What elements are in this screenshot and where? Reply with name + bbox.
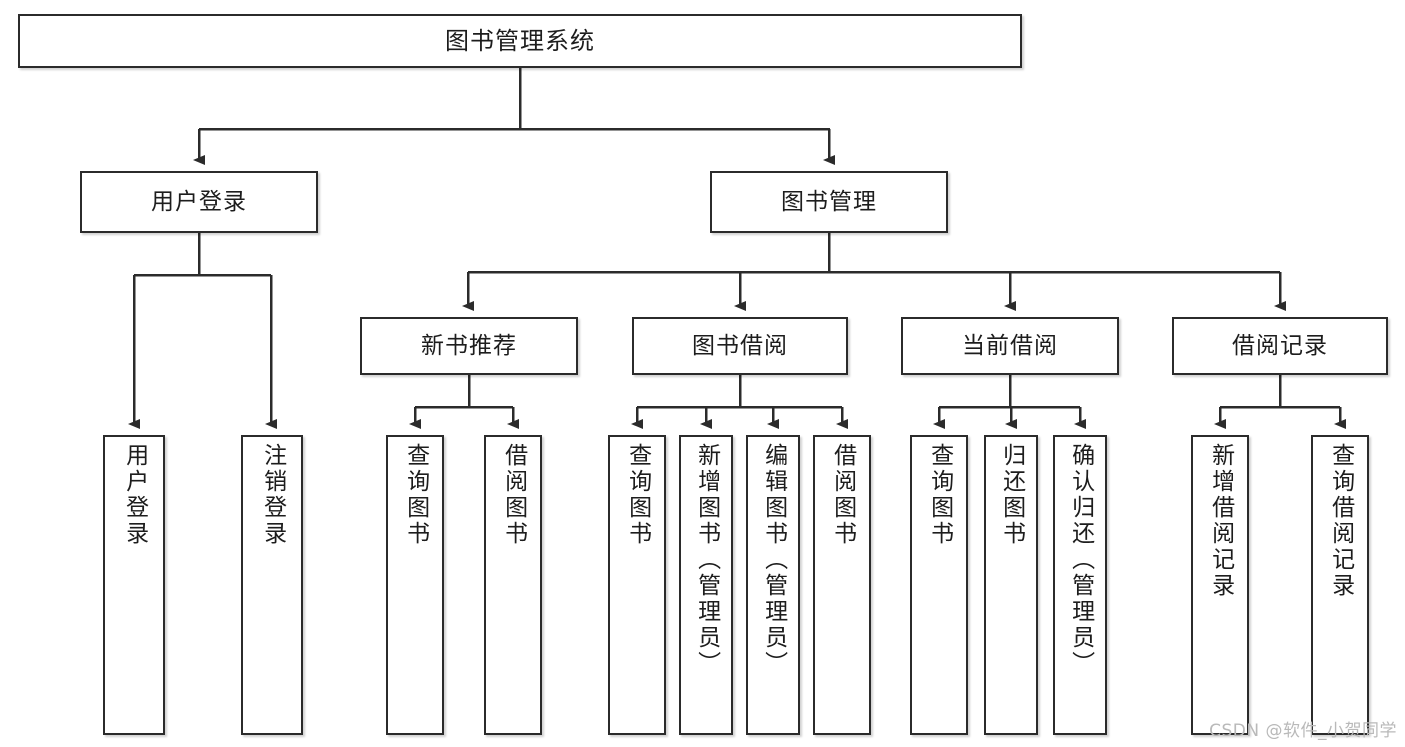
node-leaf-edit-book-label: 编辑图书（管理员） [760, 443, 787, 677]
node-leaf-query-record[interactable]: 查询借阅记录 [1311, 435, 1369, 735]
node-borrow-record[interactable]: 借阅记录 [1172, 317, 1388, 375]
node-root[interactable]: 图书管理系统 [18, 14, 1022, 68]
node-book-borrow[interactable]: 图书借阅 [632, 317, 848, 375]
node-root-label: 图书管理系统 [445, 27, 595, 55]
node-leaf-query-book-cur-label: 查询图书 [926, 443, 953, 547]
node-current-borrow-label: 当前借阅 [962, 332, 1058, 359]
node-user-login-label: 用户登录 [151, 188, 247, 215]
node-leaf-query-record-label: 查询借阅记录 [1327, 443, 1354, 599]
node-new-book-recommend-label: 新书推荐 [421, 332, 517, 359]
node-leaf-add-book-label: 新增图书（管理员） [693, 443, 720, 677]
watermark-text: CSDN @软件_小贺同学 [1209, 721, 1397, 741]
node-book-manage-label: 图书管理 [781, 188, 877, 215]
node-leaf-add-record-label: 新增借阅记录 [1207, 443, 1234, 599]
node-leaf-add-record[interactable]: 新增借阅记录 [1191, 435, 1249, 735]
node-borrow-record-label: 借阅记录 [1232, 332, 1328, 359]
node-leaf-confirm-return-label: 确认归还（管理员） [1067, 443, 1094, 677]
node-leaf-return-book[interactable]: 归还图书 [984, 435, 1038, 735]
node-current-borrow[interactable]: 当前借阅 [901, 317, 1119, 375]
node-leaf-borrow-book-rec-label: 借阅图书 [500, 443, 527, 547]
node-book-borrow-label: 图书借阅 [692, 332, 788, 359]
node-leaf-query-book-rec-label: 查询图书 [402, 443, 429, 547]
node-new-book-recommend[interactable]: 新书推荐 [360, 317, 578, 375]
node-leaf-user-login[interactable]: 用户登录 [103, 435, 165, 735]
node-leaf-edit-book[interactable]: 编辑图书（管理员） [746, 435, 800, 735]
node-leaf-confirm-return[interactable]: 确认归还（管理员） [1053, 435, 1107, 735]
node-leaf-borrow-book-label: 借阅图书 [829, 443, 856, 547]
node-leaf-borrow-book[interactable]: 借阅图书 [813, 435, 871, 735]
node-leaf-query-book-rec[interactable]: 查询图书 [386, 435, 444, 735]
node-leaf-user-login-label: 用户登录 [121, 443, 148, 547]
node-leaf-query-book-borrow-label: 查询图书 [624, 443, 651, 547]
node-user-login[interactable]: 用户登录 [80, 171, 318, 233]
node-leaf-logout-label: 注销登录 [259, 443, 286, 547]
node-leaf-query-book-cur[interactable]: 查询图书 [910, 435, 968, 735]
node-book-manage[interactable]: 图书管理 [710, 171, 948, 233]
node-leaf-add-book[interactable]: 新增图书（管理员） [679, 435, 733, 735]
node-leaf-return-book-label: 归还图书 [998, 443, 1025, 547]
node-leaf-logout[interactable]: 注销登录 [241, 435, 303, 735]
node-leaf-query-book-borrow[interactable]: 查询图书 [608, 435, 666, 735]
node-leaf-borrow-book-rec[interactable]: 借阅图书 [484, 435, 542, 735]
